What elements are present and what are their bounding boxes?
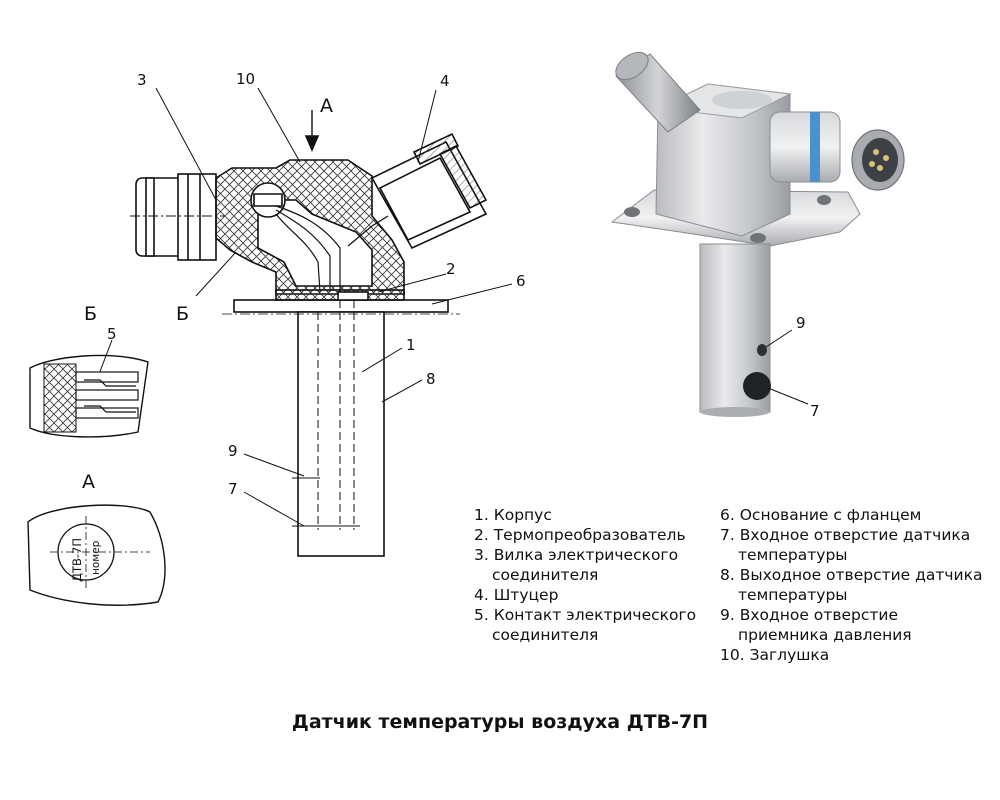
fitting-nozzle: [370, 132, 488, 250]
legend-item-continuation: температуры: [738, 546, 848, 564]
detail-b: Б 5: [29, 303, 149, 438]
legend-item: 9. Входное отверстие: [720, 606, 898, 624]
legend-item: 4. Штуцер: [474, 586, 559, 604]
connector-plug: [135, 173, 217, 261]
sensor-tube: [297, 311, 385, 557]
label-7: 7: [228, 480, 238, 498]
section-view: [130, 110, 488, 557]
legend-right: 6. Основание с фланцем 7. Входное отверс…: [720, 505, 983, 665]
legend-item-continuation: соединителя: [492, 626, 599, 644]
leader-lines: [95, 87, 513, 527]
detail-b-label-5: 5: [107, 325, 117, 343]
legend-item: 2. Термопреобразователь: [474, 526, 686, 544]
photo-label-7: 7: [810, 402, 820, 420]
label-9: 9: [228, 442, 238, 460]
legend-item: 6. Основание с фланцем: [720, 506, 922, 524]
photo-label-9: 9: [796, 314, 806, 332]
label-10: 10: [236, 70, 255, 88]
legend-item: 5. Контакт электрического: [474, 606, 697, 624]
label-4: 4: [440, 72, 450, 90]
marking-model: ДТВ-7П: [70, 538, 84, 582]
marking-number: номер: [90, 540, 102, 575]
sensor-photo: 9 7: [610, 51, 905, 420]
legend-item-continuation: приемника давления: [738, 626, 912, 644]
detail-b-title: Б: [84, 303, 97, 325]
view-a-label: А: [320, 95, 333, 117]
label-3: 3: [137, 71, 147, 89]
legend-item-continuation: температуры: [738, 586, 848, 604]
legend-item: 7. Входное отверстие датчика: [720, 526, 971, 544]
label-6: 6: [516, 272, 526, 290]
legend-item: 3. Вилка электрического: [474, 546, 679, 564]
detail-a: А ДТВ-7П номер: [27, 471, 166, 606]
legend-item: 1. Корпус: [474, 506, 552, 524]
legend-item: 10. Заглушка: [720, 646, 830, 664]
legend-left: 1. Корпус 2. Термопреобразователь 3. Вил…: [474, 505, 696, 645]
view-b-label: Б: [176, 303, 189, 325]
label-2: 2: [446, 260, 456, 278]
detail-a-title: А: [82, 471, 95, 493]
legend-item: 8. Выходное отверстие датчика: [720, 566, 983, 584]
label-1: 1: [406, 336, 416, 354]
legend-item-continuation: соединителя: [492, 566, 599, 584]
label-8: 8: [426, 370, 436, 388]
flange-base: [233, 299, 449, 313]
figure-caption: Датчик температуры воздуха ДТВ-7П: [291, 711, 709, 733]
